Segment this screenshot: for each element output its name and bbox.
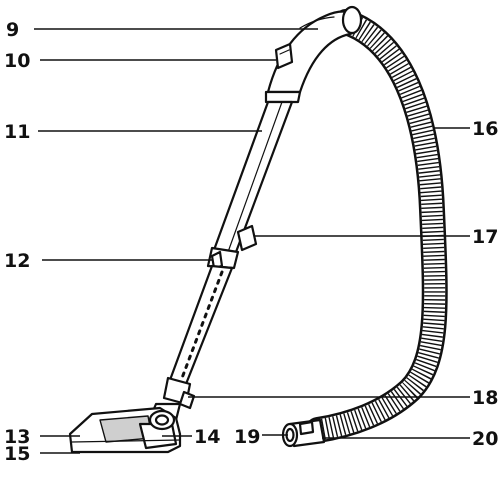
- hose-connector: [281, 418, 326, 448]
- callout-15: 15: [4, 443, 30, 465]
- callout-13: 13: [4, 426, 30, 448]
- callout-10: 10: [4, 50, 30, 72]
- hose-handle: [266, 5, 363, 94]
- callout-16: 16: [472, 118, 498, 140]
- callout-9: 9: [6, 19, 19, 41]
- callout-20: 20: [472, 428, 498, 450]
- leader-lines: [34, 28, 470, 454]
- tube-clip: [236, 224, 258, 252]
- callout-14: 14: [194, 426, 220, 448]
- callout-12: 12: [4, 250, 30, 272]
- callout-17: 17: [472, 226, 498, 248]
- flexible-hose: [305, 9, 448, 443]
- callout-19: 19: [234, 426, 260, 448]
- telescopic-tube: [162, 90, 302, 410]
- callout-18: 18: [472, 387, 498, 409]
- floor-nozzle: [68, 402, 182, 454]
- callout-11: 11: [4, 121, 30, 143]
- callout-labels: 9 10 11 12 13 14 15 16 17 18 19 20: [4, 19, 498, 465]
